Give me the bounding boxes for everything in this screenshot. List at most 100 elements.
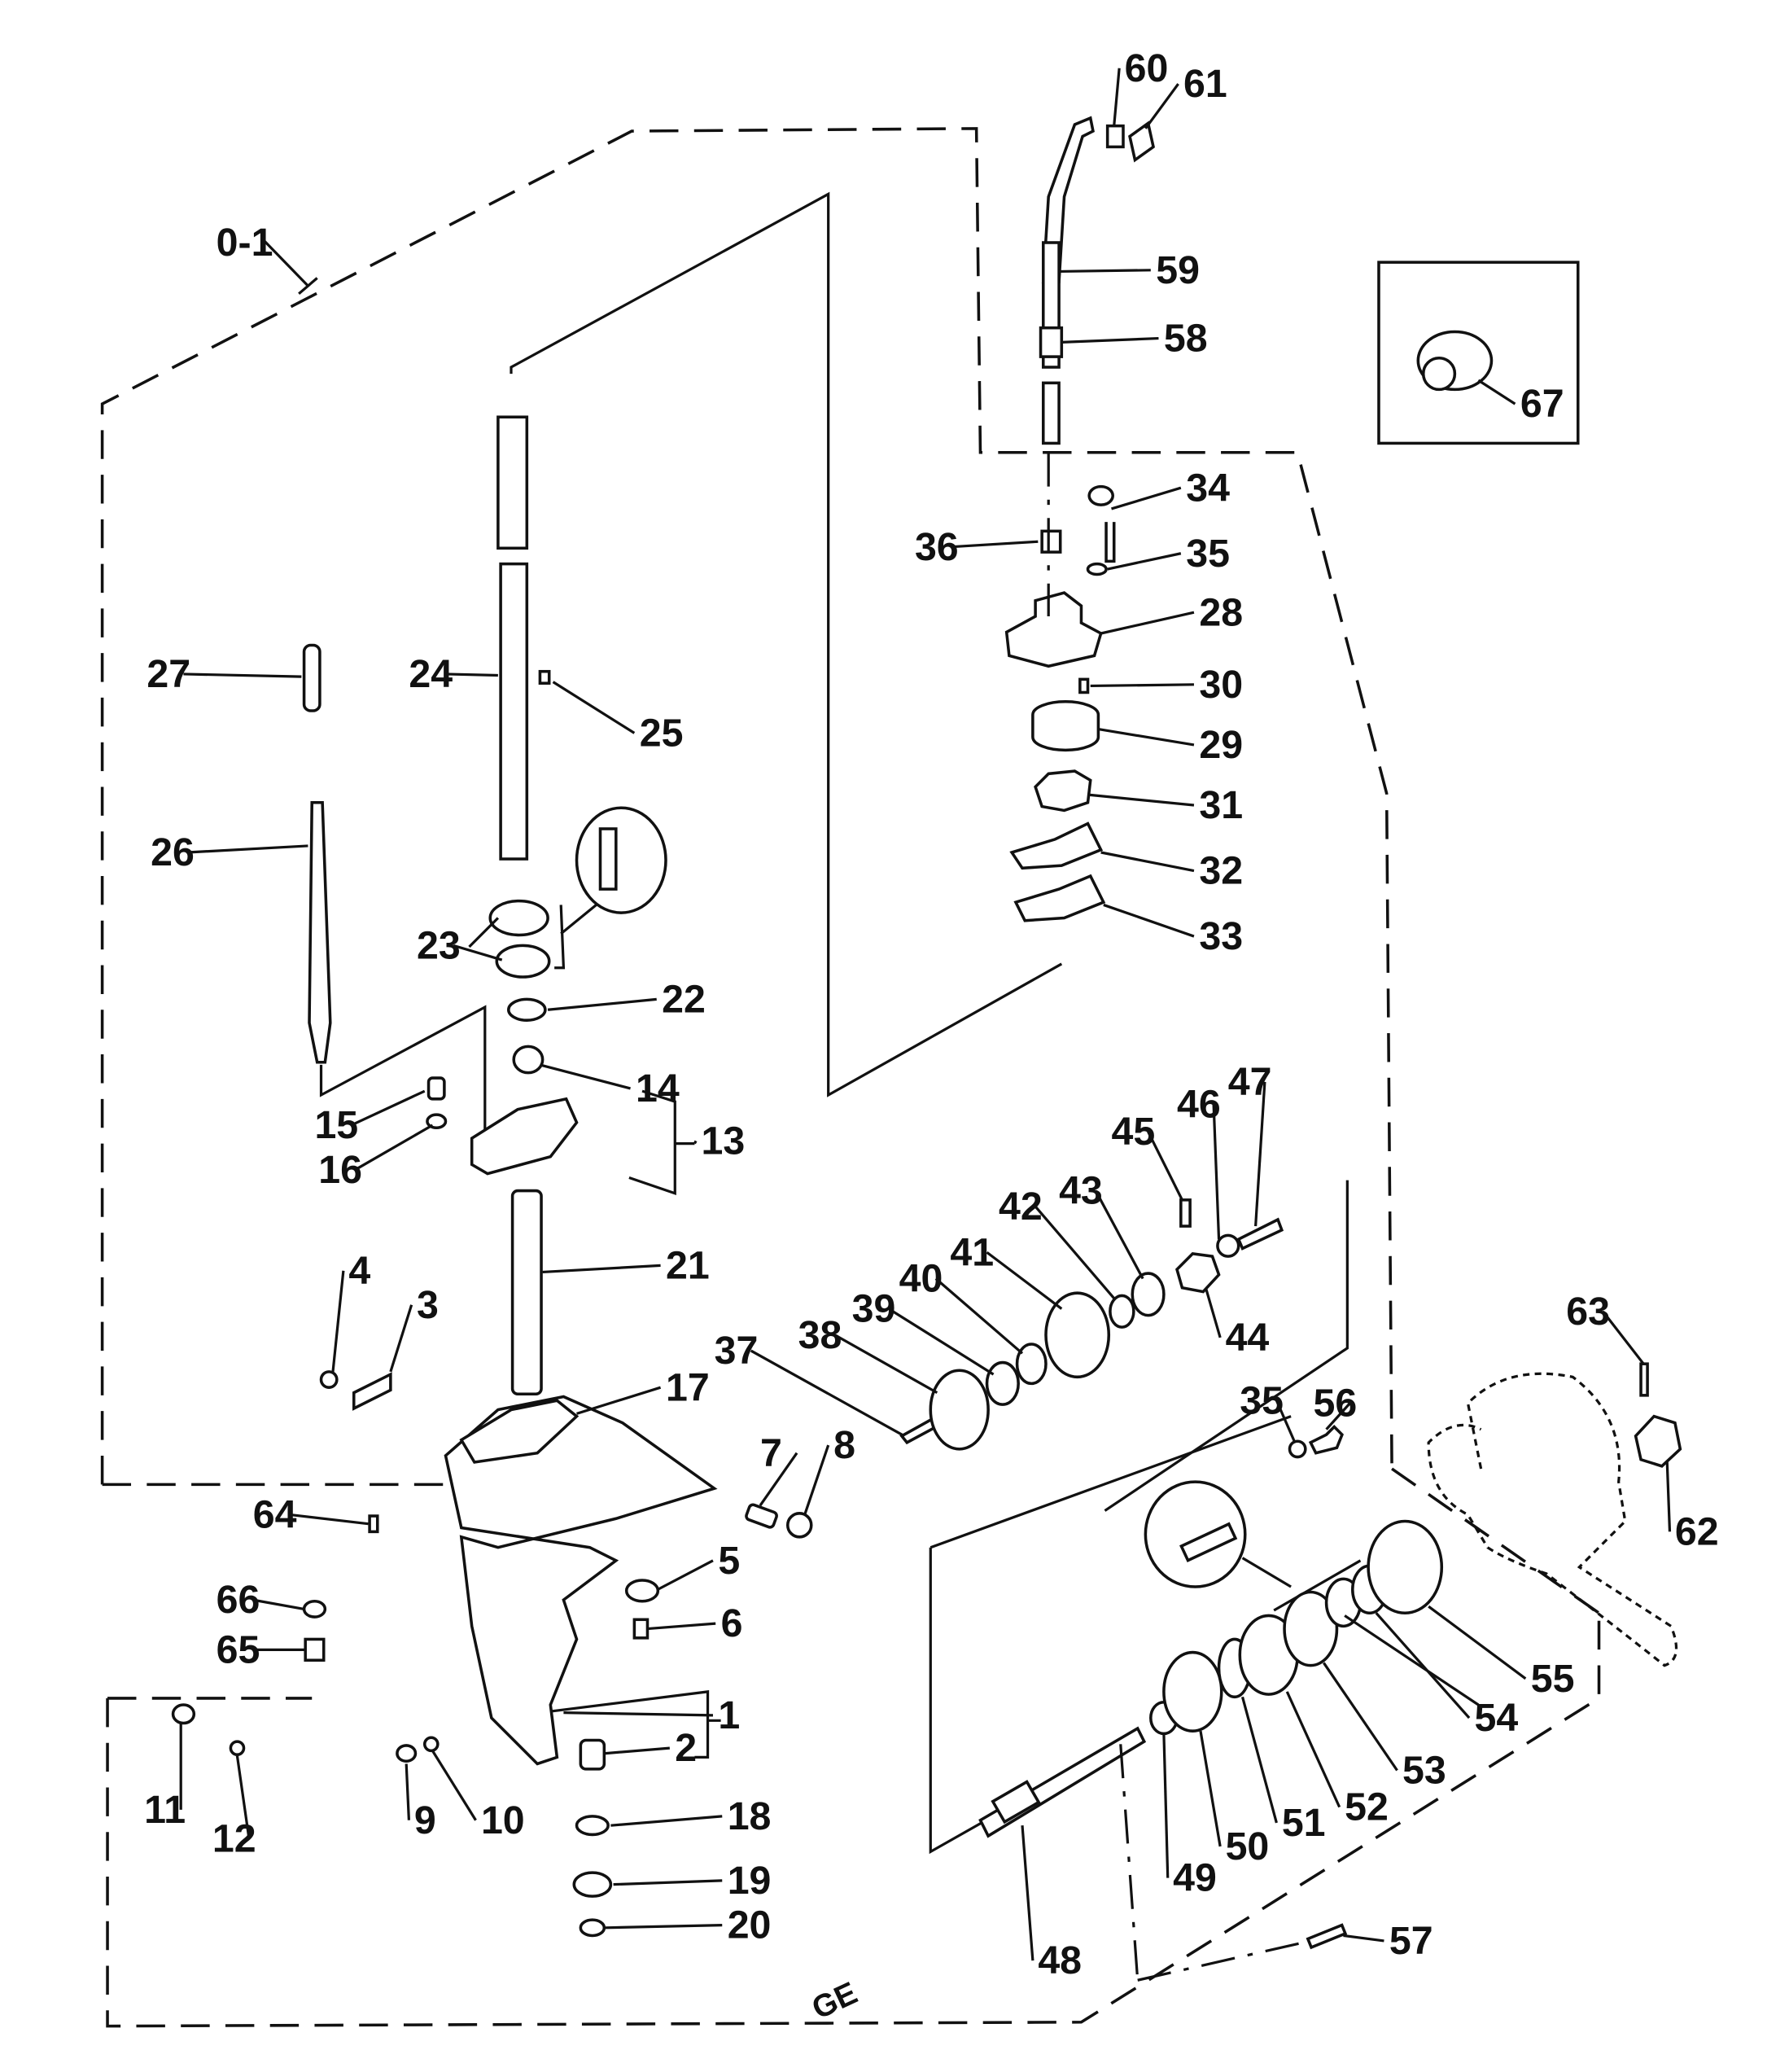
part-label-48: 48 [1038, 1938, 1082, 1982]
leader-line-part-36 [951, 540, 1039, 549]
part-label-38: 38 [798, 1313, 842, 1357]
leader-line-part-14 [540, 1063, 631, 1090]
part-12-gasket [229, 1740, 246, 1756]
part-label-52: 52 [1345, 1785, 1389, 1829]
lubricant-seal-symbol-prop-icon: GE [807, 1975, 863, 2026]
part-66-washer [302, 1599, 327, 1619]
leader-line-part-32 [1100, 851, 1195, 873]
part-20-circlip [579, 1918, 606, 1938]
leader-line-part-39 [887, 1308, 995, 1376]
leader-line-part-53 [1323, 1662, 1398, 1772]
prop-shaft-frame [929, 1415, 1292, 1855]
part-label-46: 46 [1177, 1082, 1221, 1126]
detail-circle-seals [575, 806, 667, 914]
group-boundary-upper [100, 127, 1393, 1485]
leader-line-part-4 [331, 1270, 345, 1373]
part-58-connector [1039, 326, 1064, 358]
part-label-25: 25 [640, 712, 684, 756]
part-3-plate [352, 1372, 392, 1411]
part-label-9: 9 [414, 1798, 436, 1842]
part-label-28: 28 [1199, 590, 1243, 634]
part-label-1: 1 [718, 1693, 740, 1737]
part-label-49: 49 [1173, 1856, 1217, 1900]
part-label-50: 50 [1226, 1824, 1270, 1868]
leader-line-part-7 [759, 1452, 798, 1507]
part-29-cartridge [1031, 699, 1100, 752]
leader-line-part-60 [1113, 68, 1121, 126]
part-34-bolt [1087, 484, 1116, 563]
part-5-grommet [624, 1579, 660, 1603]
leader-line-part-6 [647, 1622, 716, 1631]
leader-line-part-2 [605, 1746, 670, 1755]
group-boundary-lower [106, 1613, 1601, 2028]
leader-line-part-5 [657, 1559, 714, 1591]
part-53-o-ring [1283, 1590, 1339, 1667]
part-label-45: 45 [1111, 1110, 1155, 1154]
part-10-gasket [422, 1736, 440, 1753]
leader-line-part-61 [1144, 83, 1179, 129]
part-label-19: 19 [728, 1859, 772, 1903]
leader-line-part-59 [1059, 269, 1151, 274]
leader-line-part-55 [1428, 1605, 1527, 1680]
leader-line-part-37 [750, 1349, 905, 1438]
part-label-24: 24 [409, 652, 453, 696]
leader-line-part-63 [1602, 1310, 1645, 1365]
part-42-bushing [1109, 1294, 1135, 1329]
leader-line-part-64 [289, 1513, 369, 1526]
part-47-spring [1236, 1217, 1284, 1251]
part-50-reverse-gear [1162, 1650, 1223, 1733]
part-label-17: 17 [666, 1365, 710, 1409]
leader-line-part-58 [1061, 336, 1159, 344]
part-25-pin [538, 669, 551, 685]
leader-line-part-27 [183, 672, 302, 678]
leader-line-part-29 [1098, 727, 1195, 747]
detail-prop-leader [1241, 1557, 1362, 1612]
part-label-3: 3 [417, 1283, 439, 1327]
leader-line-part-23 [453, 944, 503, 962]
part-label-36: 36 [915, 525, 959, 569]
part-label-29: 29 [1199, 723, 1243, 767]
leader-line-part-62 [1665, 1461, 1672, 1532]
part-26-shift-rod [308, 801, 332, 1064]
part-46-plunger [1216, 1233, 1240, 1258]
part-label-40: 40 [899, 1257, 943, 1301]
leader-line-part-21 [542, 1264, 661, 1274]
leader-line-part-40 [934, 1277, 1024, 1355]
leader-line-part-17 [576, 1386, 662, 1415]
leader-line-part-12 [235, 1755, 251, 1839]
part-label-5: 5 [718, 1539, 740, 1583]
leader-line-part-33 [1103, 903, 1195, 938]
part-label-20: 20 [728, 1903, 772, 1947]
part-22-washer [507, 997, 547, 1022]
leader-line-part-22 [547, 997, 657, 1011]
part-label-58: 58 [1164, 317, 1208, 361]
detail-seals-leader [554, 904, 597, 970]
group-boundaries: 0-1 [100, 127, 1601, 2028]
part-label-65: 65 [217, 1627, 260, 1671]
assembly-frames [319, 191, 1349, 1855]
leader-line-part-13 [693, 1140, 698, 1145]
leader-line-part-46 [1212, 1104, 1221, 1240]
part-label-44: 44 [1226, 1316, 1270, 1360]
part-label-18: 18 [728, 1794, 772, 1838]
part-label-35: 35 [1186, 532, 1230, 576]
part-label-30: 30 [1199, 663, 1243, 707]
part-4-screw [319, 1370, 339, 1389]
part-24-shaft [499, 562, 529, 861]
part-60-clip [1105, 124, 1125, 149]
part-label-63: 63 [1566, 1290, 1610, 1334]
part-label-27: 27 [147, 652, 190, 696]
part-label-39: 39 [852, 1287, 896, 1331]
detail-circle-prop-seals [1144, 1480, 1247, 1588]
part-21-water-tube [510, 1189, 543, 1396]
part-label-16: 16 [318, 1148, 362, 1192]
part-label-66: 66 [217, 1578, 260, 1622]
prop-centerline [1119, 1744, 1311, 1982]
part-65-bolt [304, 1637, 326, 1662]
leader-line-part-43 [1094, 1189, 1144, 1280]
part-45-pin [1179, 1198, 1192, 1228]
part-44-clutch-dog [1175, 1252, 1221, 1294]
part-39-shim [985, 1360, 1020, 1406]
part-62-prop-cap [1634, 1414, 1682, 1468]
